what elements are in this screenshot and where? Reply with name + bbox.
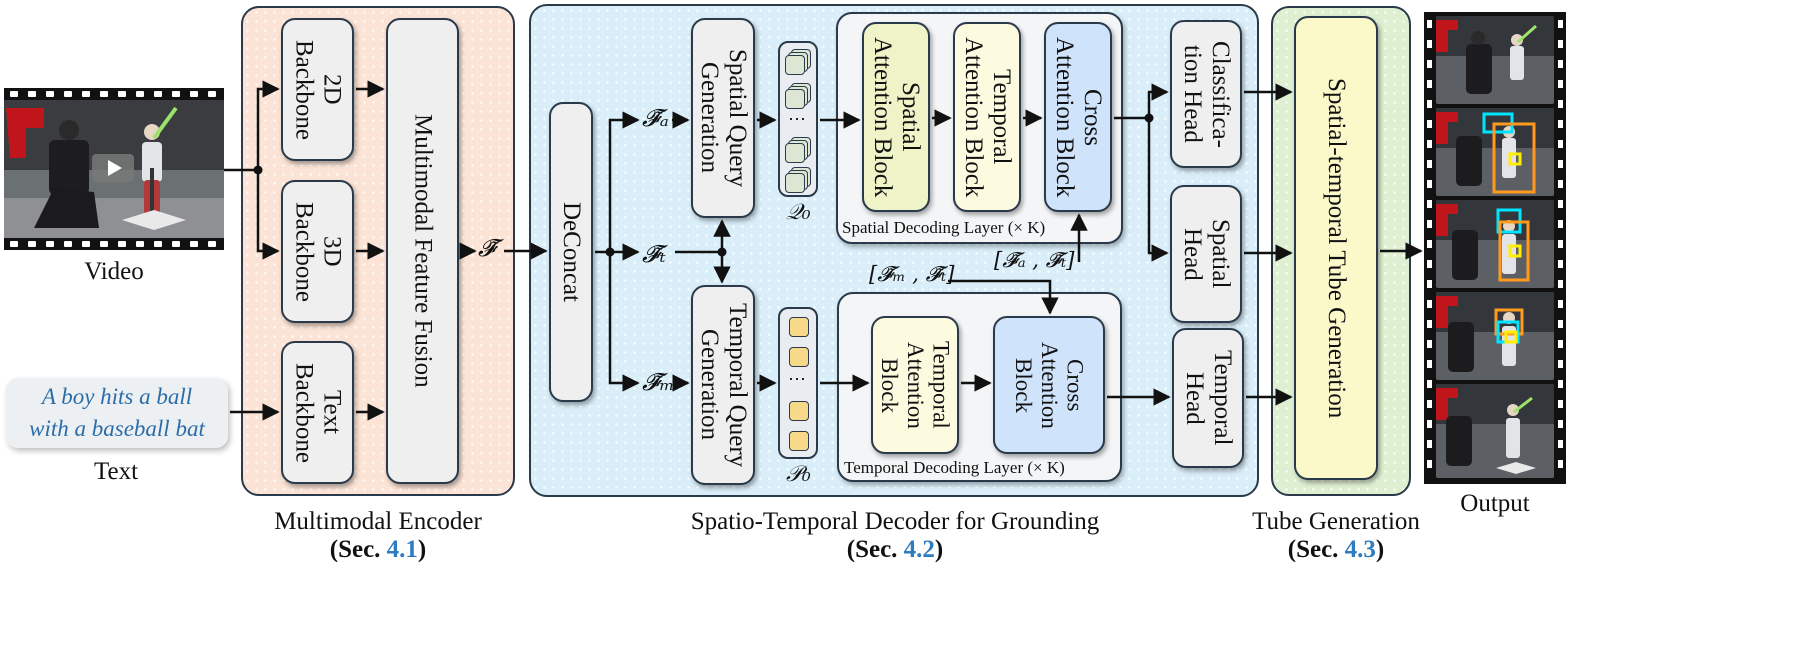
tube-sec-suffix: ) [1375,536,1385,563]
decoder-caption-title: Spatio-Temporal Decoder for Grounding [690,508,1100,535]
filmstrip-perforations [1427,20,1563,468]
spatial-decoding-layer-label: Spatial Decoding Layer (× K) [842,218,1046,237]
encoder-sec-link[interactable]: 4.1 [386,536,418,563]
output-frame-image [1436,16,1554,104]
deconcat-label: DeConcat [558,202,585,302]
video-thumbnail[interactable] [4,88,224,250]
output-frame-image [1436,292,1554,380]
spatial-queries-q0: ⋯ [778,41,818,197]
encoder-sec-prefix: (Sec. [329,536,387,563]
output-frame-image [1436,384,1554,478]
spatial-temporal-tube-generation[interactable]: Spatial-temporal Tube Generation [1294,16,1378,480]
tube-caption-title: Tube Generation [1252,508,1420,535]
temporal-decoding-layer-label: Temporal Decoding Layer (× K) [844,458,1065,477]
temporal-attention-block-top-label: Temporal Attention Block [960,36,1015,198]
backbone-text-label: Text Backbone [290,362,346,463]
decoder-caption-section: (Sec. 4.2) [650,536,1140,564]
spatial-attention-block[interactable]: Spatial Attention Block [862,22,930,212]
backbone-2d-label: 2D Backbone [290,39,346,140]
appearance-feature-symbol: 𝓕̃ₐ [642,104,669,132]
output-filmstrip[interactable] [1424,12,1566,484]
cross-attention-block-bottom-label: Cross Attention Block [1011,341,1088,429]
spatial-head[interactable]: Spatial Head [1170,185,1242,323]
spatial-head-label: Spatial Head [1179,219,1234,289]
multimodal-feature-fusion[interactable]: Multimodal Feature Fusion [386,18,459,484]
backbone-text[interactable]: Text Backbone [281,341,354,484]
temporal-query-generation[interactable]: Temporal Query Generation [691,285,755,485]
decoder-sec-suffix: ) [934,536,944,563]
query-square [789,401,809,421]
output-frame-3 [1436,200,1554,288]
query-square [789,347,809,367]
decoder-sec-prefix: (Sec. [846,536,904,563]
backbone-3d[interactable]: 3D Backbone [281,180,354,323]
fused-feature-symbol: 𝓕̃ [478,234,496,262]
text-feature-symbol: 𝓕̃ₜ [642,240,666,268]
query-square [789,317,809,337]
tube-caption-section: (Sec. 4.3) [1236,536,1436,564]
motion-feature-symbol: 𝓕̃ₘ [642,368,675,396]
q0-symbol: 𝒬₀ [786,200,811,225]
classification-head[interactable]: Classifica- tion Head [1170,20,1242,168]
backbone-2d[interactable]: 2D Backbone [281,18,354,161]
temporal-queries-ellipsis: ⋯ [788,369,806,389]
cross-attention-block-top-label: Cross Attention Block [1051,36,1106,198]
output-frame-image [1436,200,1554,288]
output-frame-5 [1436,384,1554,478]
spatial-attention-block-label: Spatial Attention Block [869,36,924,198]
tube-caption: Tube Generation (Sec. 4.3) [1236,508,1436,564]
appearance-text-concat-symbol: [𝓕̃ₐ , 𝓕̃ₜ] [994,248,1075,272]
spatial-query-generation[interactable]: Spatial Query Generation [691,18,755,218]
spatial-temporal-tube-generation-label: Spatial-temporal Tube Generation [1323,77,1350,419]
backbone-3d-label: 3D Backbone [290,201,346,302]
decoder-caption: Spatio-Temporal Decoder for Grounding (S… [650,508,1140,564]
tube-sec-prefix: (Sec. [1287,536,1345,563]
temporal-attention-block-bottom[interactable]: Temporal Attention Block [871,316,959,454]
classification-head-label: Classifica- tion Head [1179,40,1234,148]
decoder-sec-link[interactable]: 4.2 [903,536,935,563]
tube-sec-link[interactable]: 4.3 [1344,536,1376,563]
temporal-head-label: Temporal Head [1181,350,1236,446]
encoder-sec-suffix: ) [417,536,427,563]
output-label: Output [1460,490,1530,517]
output-frame-2 [1436,108,1554,196]
query-square [789,431,809,451]
temporal-query-generation-label: Temporal Query Generation [696,302,751,468]
cross-attention-block-top[interactable]: Cross Attention Block [1044,22,1112,212]
encoder-caption-title: Multimodal Encoder [274,508,482,535]
temporal-head[interactable]: Temporal Head [1172,328,1244,468]
output-frame-4 [1436,292,1554,380]
query-square [785,173,805,193]
cross-attention-block-bottom[interactable]: Cross Attention Block [993,316,1105,454]
text-query-input[interactable]: A boy hits a ball with a baseball bat [6,378,228,448]
query-square [785,143,805,163]
video-label: Video [84,258,144,285]
text-label: Text [93,458,139,485]
query-square [785,55,805,75]
motion-text-concat-symbol: [𝓕̃ₘ , 𝓕̃ₜ] [869,262,955,286]
query-square [785,89,805,109]
output-frame-image [1436,108,1554,196]
encoder-caption-section: (Sec. 4.1) [228,536,528,564]
deconcat-block[interactable]: DeConcat [549,102,593,402]
temporal-attention-block-bottom-label: Temporal Attention Block [877,341,954,429]
spatial-queries-ellipsis: ⋯ [788,109,806,129]
spatial-query-generation-label: Spatial Query Generation [696,48,751,188]
encoder-caption: Multimodal Encoder (Sec. 4.1) [228,508,528,564]
p0-symbol: 𝒫₀ [786,462,811,487]
video-filmstrip-illustration [4,91,224,247]
temporal-attention-block-top[interactable]: Temporal Attention Block [953,22,1021,212]
output-frame-1 [1436,16,1554,104]
temporal-queries-p0: ⋯ [778,307,818,459]
multimodal-feature-fusion-label: Multimodal Feature Fusion [409,114,437,388]
